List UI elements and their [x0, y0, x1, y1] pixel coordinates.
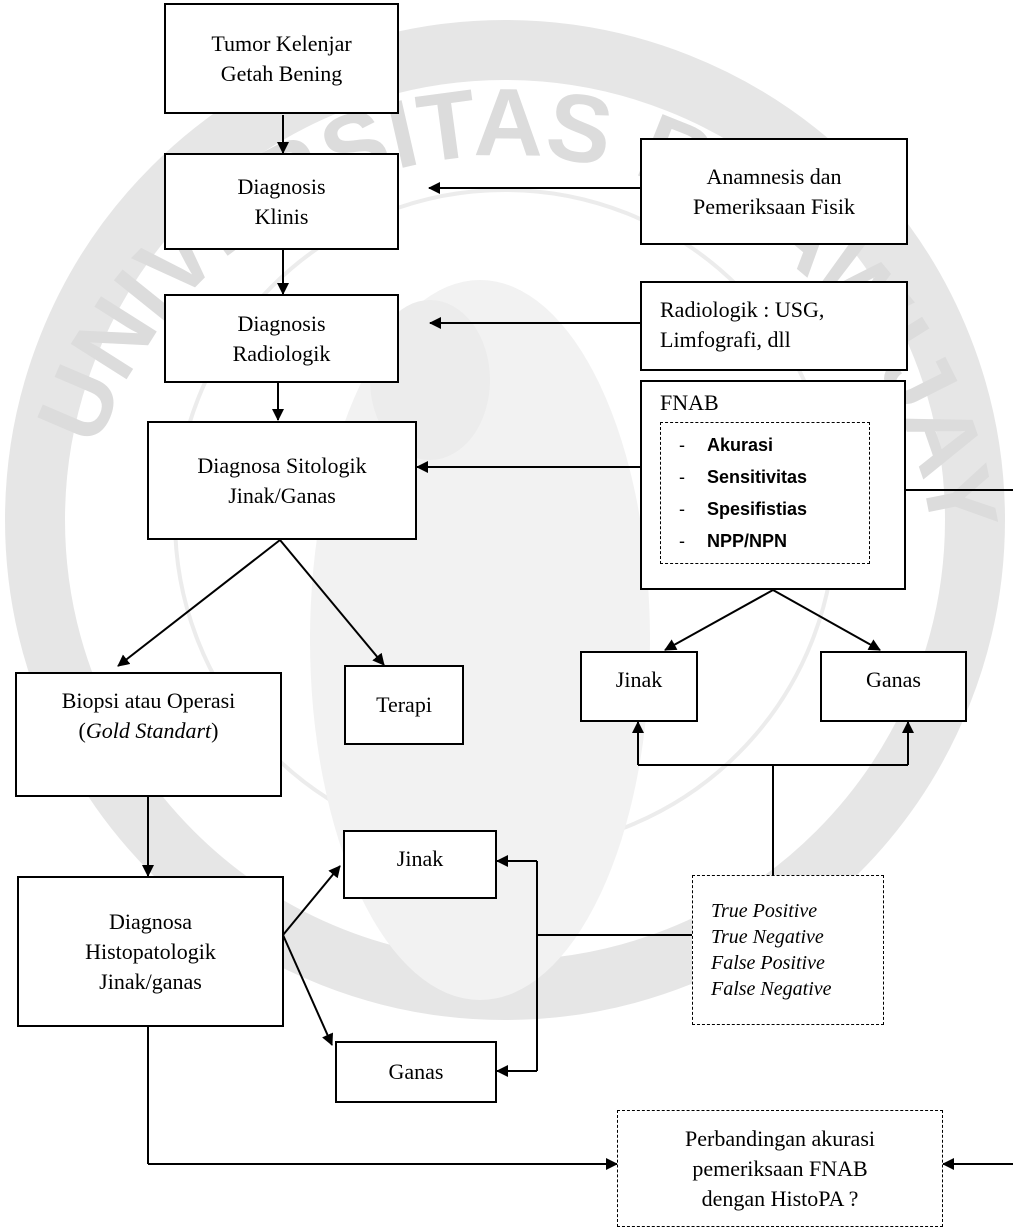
node-perbandingan: Perbandingan akurasi pemeriksaan FNAB de…: [617, 1110, 943, 1227]
node-terapi-label: Terapi: [376, 692, 432, 717]
node-tumor-line1: Tumor Kelenjar: [211, 30, 352, 56]
node-diagnosis-radiologik: Diagnosis Radiologik: [164, 294, 399, 383]
fnab-item: -Akurasi: [679, 435, 774, 455]
node-terapi: Terapi: [344, 665, 464, 745]
node-anamnesis: Anamnesis dan Pemeriksaan Fisik: [640, 138, 908, 245]
outcome-false-positive: False Positive: [711, 952, 825, 974]
node-true-false-outcomes: True Positive True Negative False Positi…: [692, 875, 884, 1025]
fnab-item: -Sensitivitas: [679, 467, 808, 487]
node-perbandingan-line3: dengan HistoPA ?: [701, 1185, 859, 1211]
node-histo-line2: Histopatologik: [85, 938, 216, 964]
fnab-item: -NPP/NPN: [679, 531, 788, 551]
node-fnab: FNAB -Akurasi -Sensitivitas -Spesifistia…: [640, 380, 906, 590]
node-biopsi-line1: Biopsi atau Operasi: [61, 688, 236, 713]
node-biopsi: Biopsi atau Operasi (Gold Standart): [15, 672, 282, 797]
outcome-true-positive: True Positive: [711, 900, 818, 922]
node-diagnosis-klinis: Diagnosis Klinis: [164, 153, 399, 250]
node-anamnesis-line2: Pemeriksaan Fisik: [693, 193, 855, 219]
node-fnab-jinak-label: Jinak: [615, 667, 663, 692]
node-radiologik-usg: Radiologik : USG, Limfografi, dll: [640, 281, 908, 371]
node-klinis-line2: Klinis: [254, 203, 309, 229]
node-histo-jinak: Jinak: [343, 830, 497, 899]
node-histo-line3: Jinak/ganas: [99, 968, 202, 994]
node-radiologik-line1: Diagnosis: [237, 310, 326, 336]
node-klinis-line1: Diagnosis: [237, 173, 326, 199]
fnab-title: FNAB: [660, 390, 719, 415]
node-usg-line2: Limfografi, dll: [660, 327, 791, 352]
node-histo-line1: Diagnosa: [108, 908, 193, 934]
node-usg-line1: Radiologik : USG,: [660, 297, 825, 322]
outcome-true-negative: True Negative: [711, 926, 824, 948]
node-perbandingan-line2: pemeriksaan FNAB: [692, 1155, 868, 1181]
node-fnab-jinak: Jinak: [580, 651, 698, 722]
node-tumor-line2: Getah Bening: [220, 60, 343, 86]
outcome-false-negative: False Negative: [711, 978, 832, 1000]
fnab-item: -Spesifistias: [679, 499, 808, 519]
node-sitologik-line2: Jinak/Ganas: [228, 482, 336, 508]
node-anamnesis-line1: Anamnesis dan: [706, 163, 842, 189]
node-fnab-ganas-label: Ganas: [866, 667, 921, 692]
node-biopsi-line2: (Gold Standart): [78, 718, 219, 743]
node-histo-jinak-label: Jinak: [396, 846, 444, 871]
node-sitologik-line1: Diagnosa Sitologik: [197, 452, 367, 478]
node-radiologik-line2: Radiologik: [232, 340, 331, 366]
node-perbandingan-line1: Perbandingan akurasi: [685, 1125, 875, 1151]
fnab-criteria-list: -Akurasi -Sensitivitas -Spesifistias -NP…: [660, 422, 870, 564]
node-tumor-kelenjar: Tumor Kelenjar Getah Bening: [164, 3, 399, 114]
node-histopatologik: Diagnosa Histopatologik Jinak/ganas: [17, 876, 284, 1027]
node-histo-ganas-label: Ganas: [388, 1059, 444, 1084]
node-histo-ganas: Ganas: [335, 1041, 497, 1103]
node-fnab-ganas: Ganas: [820, 651, 967, 722]
node-sitologik: Diagnosa Sitologik Jinak/Ganas: [147, 421, 417, 540]
